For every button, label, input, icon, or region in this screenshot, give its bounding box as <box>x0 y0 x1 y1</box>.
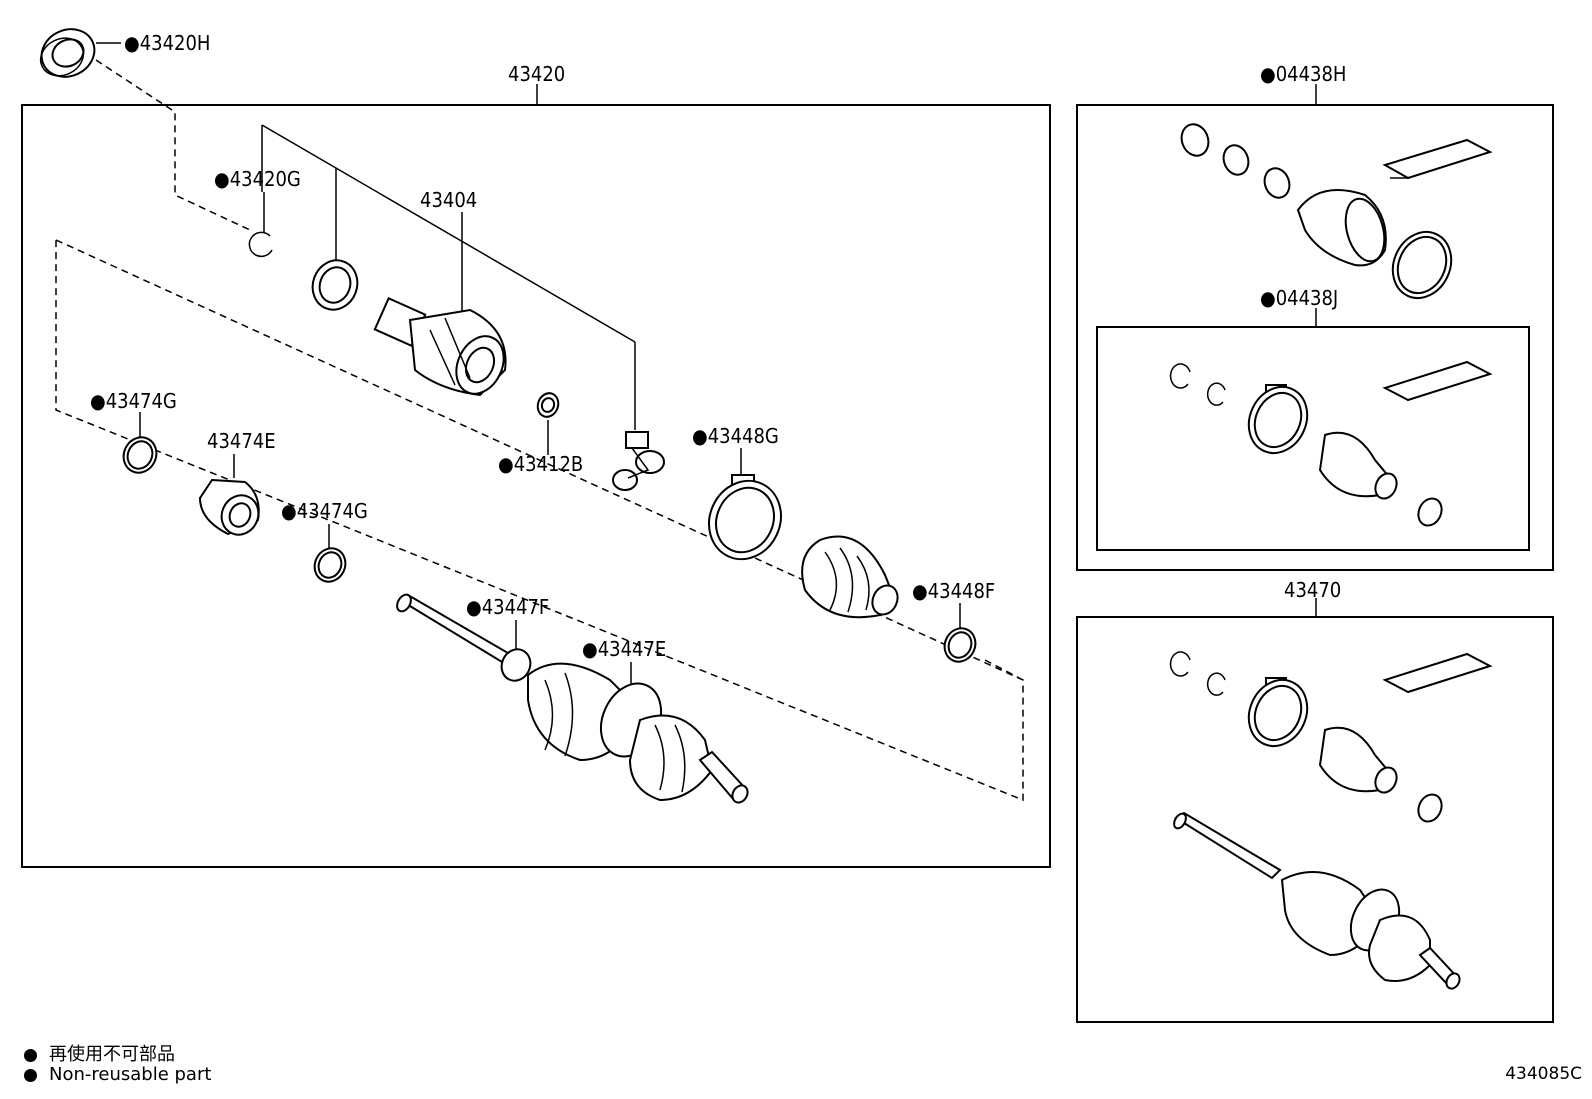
legend-japanese-text: 再使用不可部品 <box>49 1044 175 1065</box>
boot-inboard <box>801 535 899 619</box>
label-04438J: ●04438J <box>1260 286 1338 310</box>
legend-japanese: 再使用不可部品 <box>24 1040 175 1066</box>
snap-ring-43420G <box>248 231 273 258</box>
label-43448G: ●43448G <box>692 424 779 448</box>
leader-lines <box>96 42 1317 698</box>
label-43420G: ●43420G <box>214 167 301 191</box>
label-43404: 43404 <box>420 188 477 212</box>
inner-boot-kit-frame <box>1096 326 1530 551</box>
legend-english-text: Non-reusable part <box>49 1064 212 1085</box>
label-43448F: ●43448F <box>912 579 995 603</box>
drawing-code: 434085C <box>1505 1064 1582 1084</box>
main-assembly-frame <box>21 104 1051 868</box>
shaft-assembly-frame <box>1076 616 1554 1023</box>
clamp-43448F <box>943 627 977 663</box>
oil-seal-43420H <box>39 28 96 78</box>
outboard-joint-43404 <box>373 297 507 397</box>
drive-shaft <box>396 593 749 804</box>
label-43447E: ●43447E <box>582 637 666 661</box>
clamp-43448G <box>708 474 782 561</box>
label-43420H: ●43420H <box>124 31 210 55</box>
label-43474G-a: ●43474G <box>90 389 177 413</box>
dashed-guide-lines <box>55 59 1024 802</box>
label-43412B: ●43412B <box>498 452 583 476</box>
boot-kit-parts <box>1180 123 1493 300</box>
non-reusable-dot-icon <box>24 1048 37 1062</box>
clamp-43474G-b <box>313 547 347 583</box>
ring-43420 <box>311 259 359 311</box>
circlip-43412B <box>536 392 560 418</box>
label-43474G-b: ●43474G <box>281 499 368 523</box>
shaft-assembly-parts <box>1169 651 1493 990</box>
damper-43474E <box>198 478 260 536</box>
inner-boot-kit-parts <box>1169 360 1493 527</box>
non-reusable-dot-icon <box>24 1068 37 1082</box>
label-04438H: ●04438H <box>1260 62 1346 86</box>
label-43420: 43420 <box>508 62 565 86</box>
label-43474E: 43474E <box>207 429 276 453</box>
tripod-spider <box>612 431 665 491</box>
label-43470: 43470 <box>1284 578 1341 602</box>
legend-english: Non-reusable part <box>24 1064 211 1085</box>
label-43447F: ●43447F <box>466 595 549 619</box>
boot-kit-frame <box>1076 104 1554 571</box>
clamp-43474G-a <box>122 436 158 474</box>
